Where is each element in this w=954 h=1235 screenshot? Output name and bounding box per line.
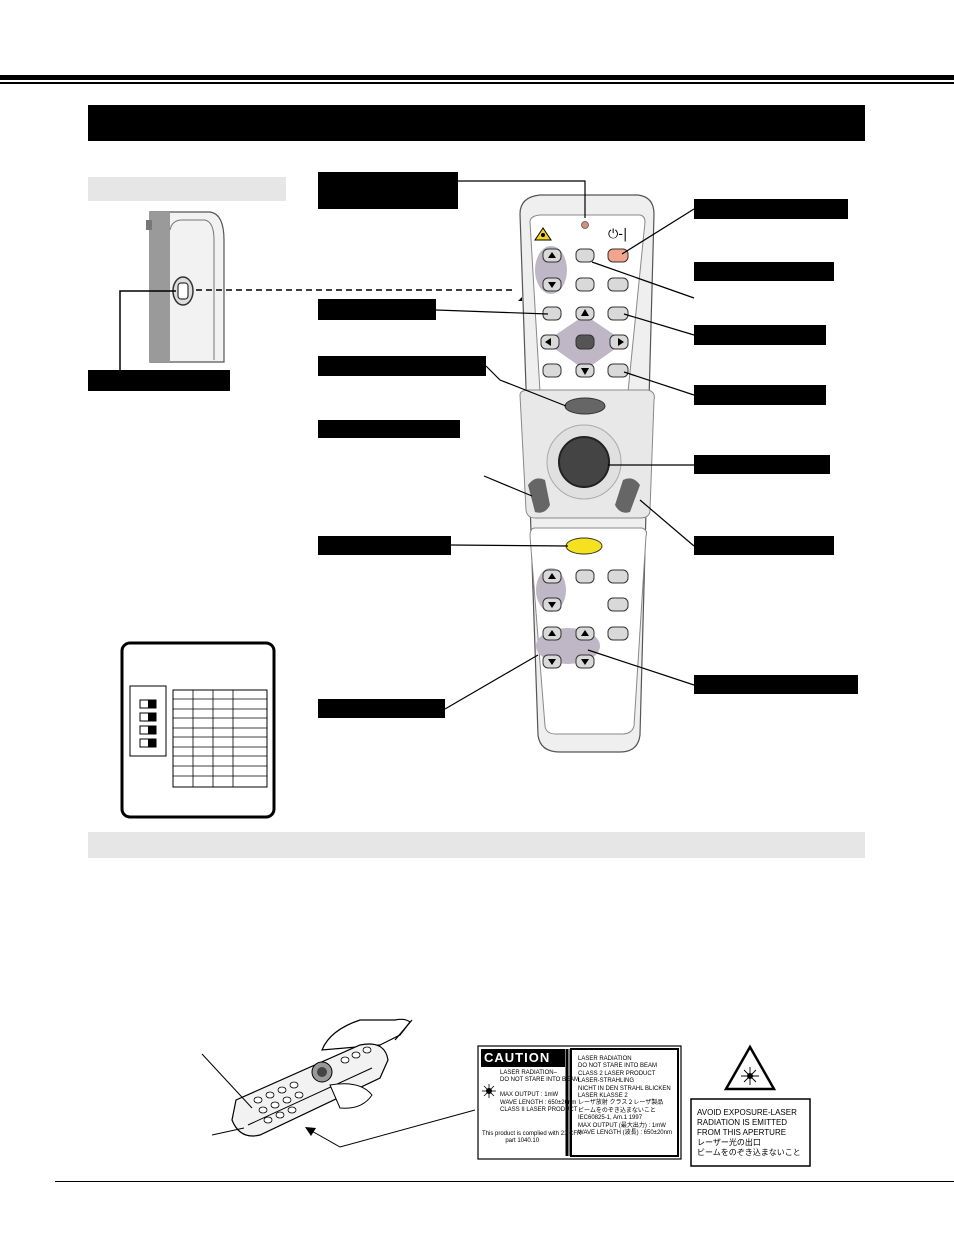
top-buttons — [535, 246, 629, 378]
callout-side-switch — [88, 370, 230, 391]
caution-label — [477, 1045, 682, 1160]
caution-heading: CAUTION — [484, 1050, 551, 1065]
callout-right-1 — [694, 199, 848, 219]
callout-right-6 — [694, 536, 834, 555]
section-title-bar — [88, 105, 865, 141]
top-rule — [0, 75, 954, 80]
lower-buttons — [536, 568, 629, 669]
caution-right-text: LASER RADIATION DO NOT STARE INTO BEAM C… — [578, 1056, 672, 1137]
top-rule-thin — [0, 82, 954, 84]
callout-left-2 — [318, 356, 486, 376]
callout-right-4 — [694, 385, 826, 405]
callout-laser-indicator — [318, 172, 458, 209]
callout-right-2 — [694, 262, 834, 281]
caution-compliance: This product is complied with 21 CFR par… — [482, 1131, 582, 1145]
callout-right-3 — [694, 325, 826, 345]
callout-right-5 — [694, 455, 830, 474]
callout-left-1 — [318, 299, 436, 320]
power-symbol: ⏻-| — [608, 227, 627, 242]
bottom-rule — [55, 1181, 954, 1182]
hand-remote-illustration — [201, 1018, 476, 1148]
aperture-label — [690, 1044, 811, 1167]
callout-left-5 — [318, 699, 445, 718]
callout-right-7 — [694, 675, 858, 694]
dip-switch-chart — [120, 641, 276, 819]
side-view-label-bar — [88, 177, 286, 201]
caution-left-text: LASER RADIATION– DO NOT STARE INTO BEAM … — [500, 1070, 580, 1114]
laser-section-bar — [88, 832, 865, 858]
aperture-warning-text: AVOID EXPOSURE-LASER RADIATION IS EMITTE… — [697, 1108, 801, 1157]
callout-left-3 — [318, 420, 460, 438]
side-view-remote — [146, 211, 225, 363]
callout-left-4 — [318, 536, 451, 555]
